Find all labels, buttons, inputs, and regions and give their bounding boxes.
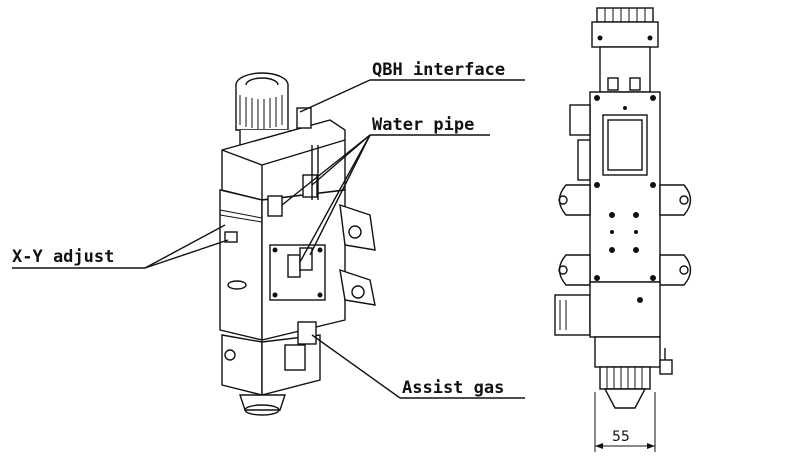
callout-leaders	[12, 79, 525, 399]
xy-adjust-label: X-Y adjust	[12, 247, 115, 267]
water-pipe-label: Water pipe	[372, 115, 475, 135]
right-front-view	[554, 7, 692, 452]
assist-gas-label: Assist gas	[402, 378, 505, 398]
dimension-label: 55	[612, 429, 630, 445]
qbh-interface-label: QBH interface	[372, 60, 506, 80]
